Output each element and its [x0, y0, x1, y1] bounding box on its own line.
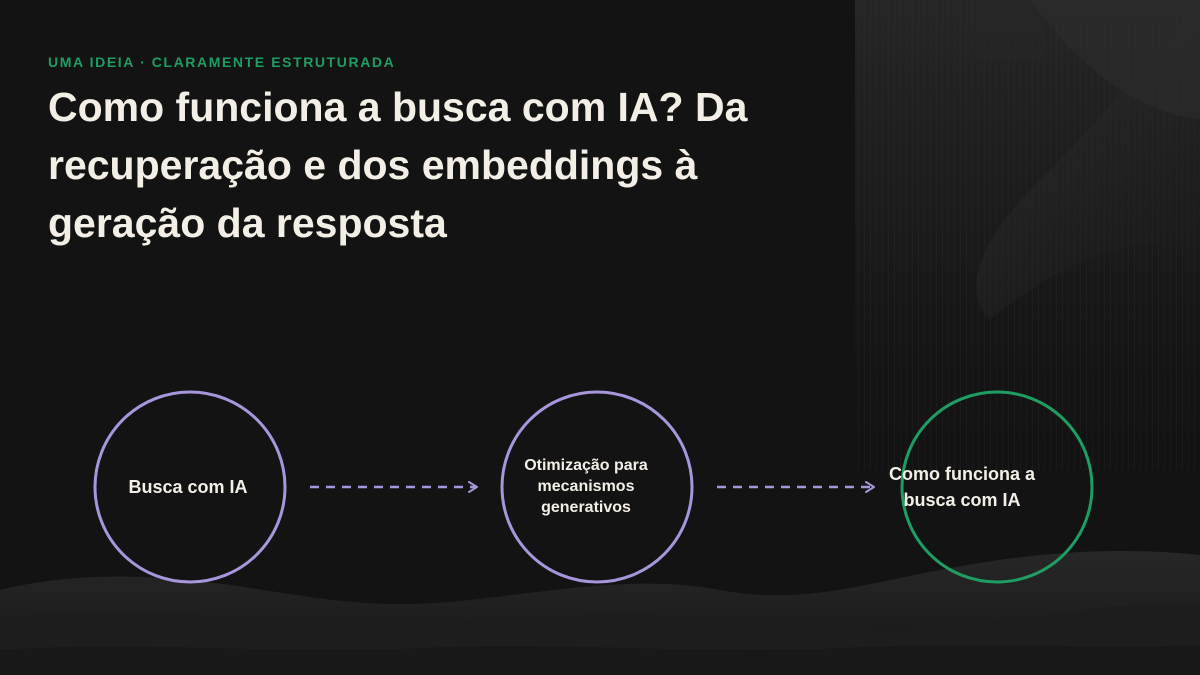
node-circle-1 [93, 390, 287, 584]
node-label-otimizacao: Otimização para mecanismos generativos [524, 457, 648, 516]
node-label-busca-com-ia: Busca com IA [128, 477, 248, 497]
eyebrow-label: UMA IDEIA · CLARAMENTE ESTRUTURADA [48, 54, 396, 70]
slide-title: Como funciona a busca com IA? Da recuper… [48, 84, 748, 246]
node-circle-3 [900, 390, 1094, 584]
node-label-como-funciona: Como funciona a busca com IA [888, 464, 1035, 510]
node-circle-2 [500, 390, 694, 584]
